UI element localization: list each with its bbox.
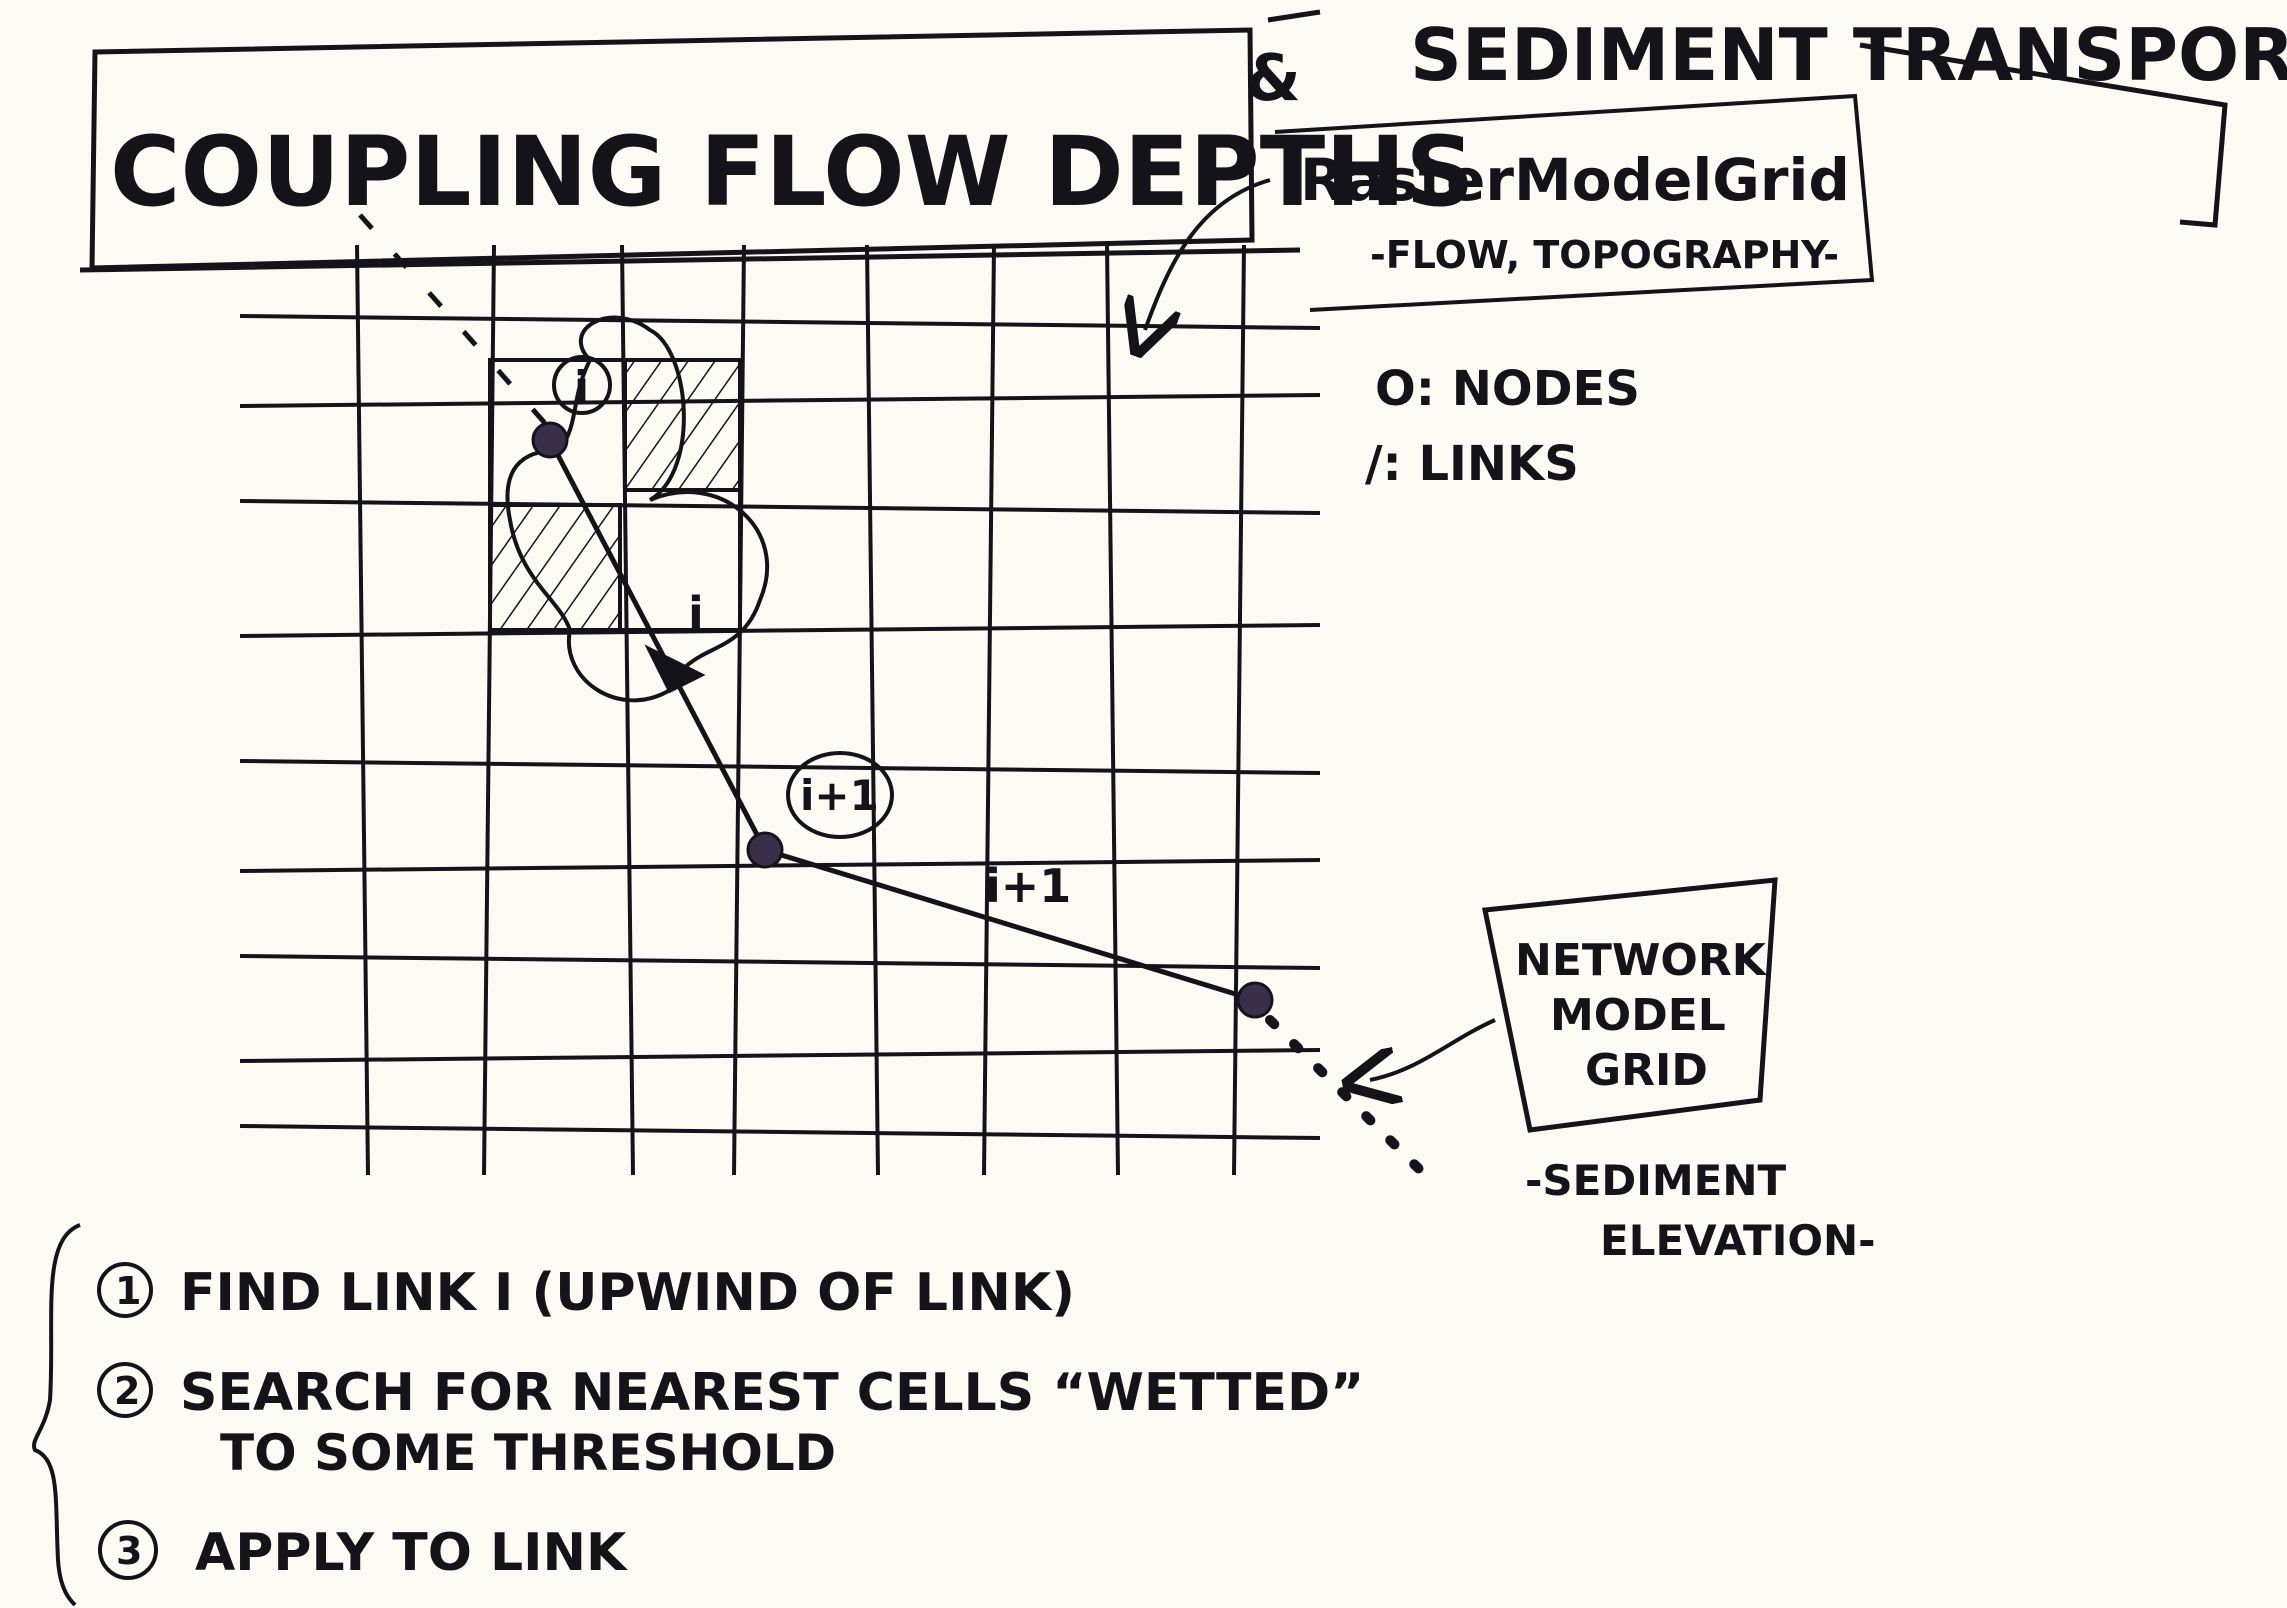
grid-line-horizontal: [239, 623, 1321, 638]
network-box-line1: Network: [1515, 935, 1768, 986]
grid-line-horizontal: [239, 954, 1321, 970]
raster-pointer-arrow: [1145, 178, 1271, 330]
step-2-number-circle: [97, 1362, 153, 1418]
legend-nodes: o: Nodes: [1375, 361, 1640, 417]
title-part1: Coupling Flow Depths: [110, 116, 1475, 228]
node-i-plus-1: [746, 831, 784, 869]
network-nodes: [531, 421, 1274, 1019]
raster-grid: [239, 244, 1321, 1176]
network-fields-line2: Elevation-: [1600, 1216, 1876, 1265]
grid-labels: i i i+1 i+1: [552, 355, 1071, 913]
link-arrowhead: [644, 644, 706, 694]
network-box-line3: Grid: [1585, 1045, 1708, 1096]
title-part2-frame: [1267, 9, 2228, 228]
node-i-plus-1-label: i+1: [800, 771, 879, 820]
grid-line-vertical: [1232, 244, 1246, 1176]
node-i-label: i: [574, 362, 589, 413]
link-i-label: i: [688, 587, 704, 641]
grid-line-vertical: [982, 244, 996, 1176]
node-end: [1236, 981, 1274, 1019]
network-model-grid-box: Network Model Grid -Sediment Elevation-: [1370, 877, 1876, 1265]
step-1-text: Find link i (upwind of link): [180, 1263, 1075, 1323]
grid-line-horizontal: [239, 1048, 1321, 1063]
step-1-number-circle: [97, 1262, 153, 1318]
step-1-number: 1: [115, 1269, 141, 1313]
title-frame: [79, 27, 1301, 273]
network-pointer-arrow: [1370, 1018, 1496, 1080]
raster-grid-fields: -Flow, Topography-: [1370, 233, 1839, 277]
steps-list: 1 Find link i (upwind of link) 2 Search …: [32, 1223, 1364, 1607]
grid-line-vertical: [1105, 244, 1120, 1176]
step-3-text: Apply to link: [195, 1523, 628, 1583]
network-box-line2: Model: [1550, 990, 1726, 1041]
step-3-number-circle: [98, 1520, 158, 1580]
steps-brace: [32, 1223, 81, 1607]
grid-line-horizontal: [239, 858, 1321, 873]
step-3-number: 3: [116, 1529, 142, 1573]
node-i: [531, 421, 569, 459]
grid-line-vertical: [355, 244, 370, 1176]
title-banner: Coupling Flow Depths & Sediment Transpor…: [79, 9, 2287, 273]
raster-grid-name: RasterModelGrid: [1300, 146, 1850, 214]
link-i-plus-1-label: i+1: [985, 859, 1071, 913]
grid-line-horizontal: [239, 499, 1321, 515]
step-2-text-cont: to some threshold: [220, 1424, 836, 1482]
link-i: [547, 438, 768, 852]
node-i-label-circle: [552, 355, 612, 415]
grid-line-vertical: [865, 244, 880, 1176]
link-i-plus-1: [764, 847, 1256, 1003]
raster-model-grid-box: RasterModelGrid -Flow, Topography-: [1145, 93, 1875, 330]
grid-line-horizontal: [239, 393, 1321, 408]
network-fields-line1: -Sediment: [1525, 1156, 1786, 1205]
node-i-plus-1-label-circle: [786, 751, 894, 839]
cell-outline: [488, 358, 742, 632]
search-area-outline: [505, 315, 769, 703]
title-part2: Sediment Transport: [1410, 13, 2287, 97]
grid-line-horizontal: [239, 314, 1321, 330]
legend: o: Nodes /: Links: [1365, 361, 1640, 492]
grid-line-horizontal: [239, 1124, 1321, 1140]
legend-links: /: Links: [1365, 436, 1579, 492]
grid-line-vertical: [482, 244, 496, 1176]
step-2-text: Search for nearest cells “wetted”: [180, 1363, 1364, 1423]
grid-line-horizontal: [239, 759, 1321, 775]
title-ampersand: &: [1245, 42, 1301, 116]
step-2-number: 2: [114, 1369, 140, 1413]
link-continuation: [1265, 1015, 1425, 1175]
